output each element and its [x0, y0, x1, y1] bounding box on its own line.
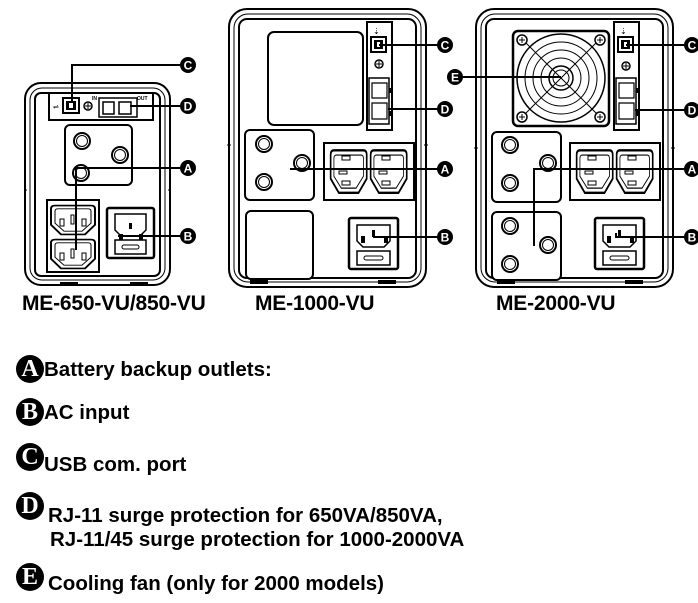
battery-outlet-1 — [329, 149, 368, 195]
callout-a-icon — [437, 161, 453, 177]
callout-c-letter: C — [441, 39, 450, 53]
callout-c-icon — [437, 37, 453, 53]
badge-e-icon: E — [16, 563, 44, 591]
badge-a-icon: A — [16, 355, 44, 383]
battery-cover-bottom — [245, 210, 314, 280]
rj-out-label: OUT — [137, 96, 148, 102]
legend-text-d-line1: RJ-11 surge protection for 650VA/850VA, — [48, 504, 443, 527]
callout-c-letter: C — [184, 59, 193, 73]
legend-text-b: AC input — [44, 401, 130, 424]
callout-d-icon — [180, 98, 196, 114]
callout-a-letter: A — [184, 162, 193, 176]
callout-c-icon — [180, 57, 196, 73]
badge-b-icon: B — [16, 398, 44, 426]
badge-c-icon: C — [16, 443, 44, 471]
model-label-me-1000: ME-1000-VU — [255, 292, 375, 315]
callout-d-letter: D — [441, 103, 450, 117]
battery-outlet-1 — [575, 149, 614, 195]
rj11-in-port — [102, 101, 115, 115]
callout-d-letter: D — [688, 104, 697, 118]
usb-symbol-icon: ⇌ — [53, 104, 59, 111]
legend-item-c: C USB com. port — [16, 443, 186, 477]
legend-text-c: USB com. port — [44, 453, 187, 476]
callout-b-icon — [180, 228, 196, 244]
callout-b-icon — [684, 229, 698, 245]
callout-b-letter: B — [184, 230, 193, 244]
callout-e-icon — [447, 69, 463, 85]
rj45-in-port — [371, 82, 388, 99]
usb-symbol-icon: ⇣ — [620, 27, 627, 36]
callout-d-icon — [437, 101, 453, 117]
usb-symbol-icon: ⇣ — [373, 27, 380, 36]
battery-outlet-2 — [615, 149, 654, 195]
legend-text-e: Cooling fan (only for 2000 models) — [48, 572, 385, 595]
ups-rear-panel-diagram: ⇌ IN OUT — [24, 8, 698, 288]
callout-d-icon — [684, 102, 698, 118]
callout-e-letter: E — [451, 71, 459, 85]
callout-b-letter: B — [441, 231, 450, 245]
battery-outlet-2 — [369, 149, 408, 195]
badge-d-icon: D — [16, 492, 44, 520]
callout-a-icon — [684, 161, 698, 177]
legend-item-d: D RJ-11 surge protection for 650VA/850VA… — [16, 492, 464, 552]
rj45-out-port — [618, 102, 635, 120]
battery-outlet-1 — [50, 204, 96, 236]
legend-item-a: A Battery backup outlets: — [16, 355, 272, 383]
callout-d-letter: D — [184, 100, 193, 114]
callout-a-letter: A — [688, 163, 697, 177]
battery-cover-top — [267, 31, 364, 126]
legend-text-a: Battery backup outlets: — [44, 358, 272, 381]
cooling-fan — [511, 29, 611, 128]
legend-text-d-line2: RJ-11/45 surge protection for 1000-2000V… — [50, 528, 465, 551]
callout-c-letter: C — [688, 39, 697, 53]
callout-c-icon — [684, 37, 698, 53]
model-label-me-650-850: ME-650-VU/850-VU — [22, 292, 206, 315]
callout-b-letter: B — [688, 231, 697, 245]
battery-outlet-2 — [50, 238, 96, 270]
unit-me-2000: ⇣ — [462, 8, 685, 288]
rj11-out-port — [118, 101, 132, 115]
callout-a-icon — [180, 160, 196, 176]
unit-me-650-850: ⇌ IN OUT — [24, 64, 181, 286]
rj-in-label: IN — [92, 96, 97, 102]
callout-b-icon — [437, 229, 453, 245]
legend-item-e: E Cooling fan (only for 2000 models) — [16, 563, 384, 596]
rj45-in-port — [618, 82, 635, 99]
unit-me-1000: ⇣ — [227, 8, 438, 288]
legend-item-b: B AC input — [16, 398, 129, 426]
model-label-me-2000: ME-2000-VU — [496, 292, 616, 315]
callout-a-letter: A — [441, 163, 450, 177]
rj45-out-port — [371, 102, 388, 120]
